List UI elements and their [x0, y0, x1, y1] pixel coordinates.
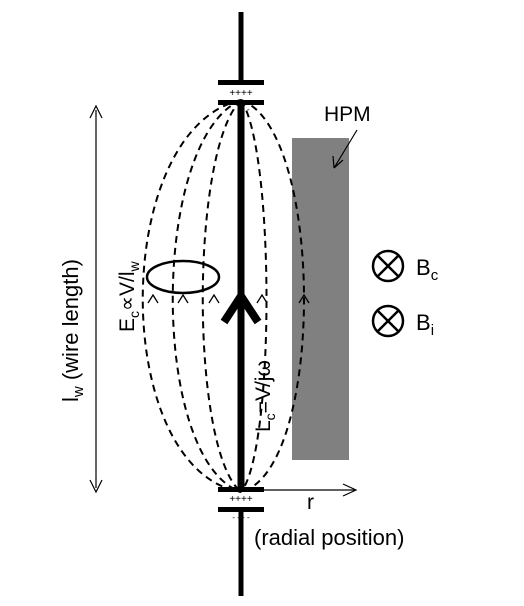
r-label: r [307, 491, 314, 514]
bottom-plates [218, 487, 264, 512]
efield-loop [145, 259, 221, 295]
hpm-label: HPM [324, 103, 371, 126]
ec-label: Ec∝V/lw [116, 260, 142, 332]
wire-length-label: lw (wire length) [58, 259, 87, 402]
hpm-block [292, 138, 349, 460]
field-line-outer-left [141, 99, 242, 493]
field-line-inner-left [201, 99, 242, 493]
field-lines [141, 99, 305, 493]
minus-bottom: - - - - [232, 513, 250, 522]
top-plates [218, 80, 264, 105]
lc-label: Lc=V/jω [252, 360, 278, 432]
field-line-mid-left [171, 99, 242, 493]
b-i-label: Bi [416, 310, 434, 339]
b-c-label: Bc [416, 255, 439, 284]
field-arrowheads [147, 293, 310, 304]
radial-position-label: (radial position) [254, 525, 404, 550]
hpm-pointer [333, 129, 358, 169]
minus-top: - - - - [232, 105, 250, 114]
plate-charge-top: ++++ [229, 88, 253, 99]
field-line-inner-right [240, 99, 268, 493]
b-i-into-page-icon [371, 304, 405, 338]
field-line-outer-right [240, 99, 305, 493]
plate-charge-bottom: ++++ [229, 494, 253, 505]
current-arrow [220, 288, 262, 325]
b-c-into-page-icon [371, 249, 405, 283]
